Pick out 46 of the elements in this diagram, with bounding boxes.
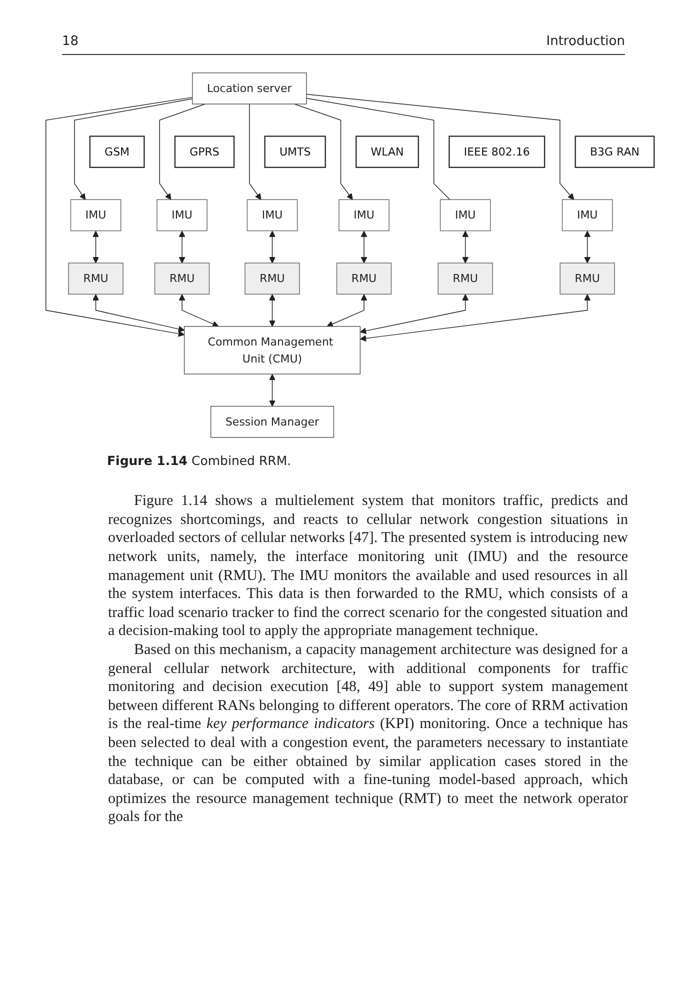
- node-box: IMU: [338, 199, 390, 232]
- connector: [306, 98, 450, 200]
- node-box: RMU: [336, 262, 392, 295]
- node-box: Common Management Unit (CMU): [184, 326, 361, 374]
- node-box: RMU: [244, 262, 300, 295]
- node-box: RMU: [438, 262, 493, 295]
- arrow: [46, 96, 193, 337]
- node-box: WLAN: [356, 136, 420, 168]
- arrow: [326, 294, 368, 328]
- arrow: [360, 294, 469, 334]
- node-box: RMU: [560, 262, 615, 295]
- node-box: IMU: [440, 199, 491, 232]
- arrow: [360, 230, 368, 264]
- arrow: [159, 104, 206, 200]
- node-box: IMU: [156, 199, 208, 232]
- node-box: IMU: [562, 199, 613, 232]
- arrow: [92, 230, 99, 264]
- node-box: IEEE 802.16: [448, 136, 546, 168]
- arrow: [269, 230, 276, 264]
- body-paragraph: Based on this mechanism, a capacity management architecture was designed for a general cellular network architecture, with additional components for traffic monitoring and decision execution [48, 49] able to support system management between different RANs belonging to different operators. The core of RRM activation is the real-time key performance indicators (KPI) monitoring. Once a technique has been selected to deal with a congestion event, the parameters necessary to instantiate the technique can be either obtained by similar application cases stored in the database, or can be computed with a fine-tuning model-based approach, which optimizes the resource management technique (RMT) to meet the network operator goals for the: [108, 641, 628, 827]
- node-box: RMU: [68, 262, 124, 295]
- arrow: [178, 230, 186, 264]
- arrow: [360, 294, 591, 342]
- arrow: [306, 94, 574, 200]
- arrow: [178, 294, 219, 327]
- node-box: IMU: [246, 199, 298, 232]
- node-box: B3G RAN: [574, 136, 655, 168]
- arrow: [294, 104, 353, 200]
- node-box: RMU: [154, 262, 210, 295]
- arrow: [269, 374, 276, 407]
- arrow: [249, 104, 262, 200]
- figure-caption: Figure 1.14 Combined RRM.: [107, 453, 292, 468]
- page-number: 18: [62, 34, 79, 49]
- arrow: [269, 294, 276, 327]
- body-paragraph: Figure 1.14 shows a multielement system that monitors traffic, predicts and recognizes shortcomings, and reacts to cellular network congestion situations in overloaded sectors of cellular networks [47]. The presented system is introducing new network units, namely, the interface monitoring unit (IMU) and the resource management unit (RMU). The IMU monitors the available and used resources in all the system interfaces. This data is then forwarded to the RMU, which consists of a traffic load scenario tracker to find the correct scenario for the congested situation and a decision-making tool to apply the appropriate management technique.: [108, 492, 628, 642]
- arrow: [74, 98, 193, 200]
- arrow: [462, 230, 469, 264]
- node-box: IMU: [70, 199, 122, 232]
- node-box: UMTS: [264, 136, 326, 168]
- node-box: GSM: [89, 136, 145, 168]
- arrow: [584, 230, 591, 264]
- node-box: Session Manager: [210, 406, 334, 438]
- node-box: GPRS: [174, 136, 235, 168]
- node-box: Location server: [192, 72, 307, 104]
- arrow: [92, 294, 185, 332]
- running-header: Introduction: [546, 34, 625, 49]
